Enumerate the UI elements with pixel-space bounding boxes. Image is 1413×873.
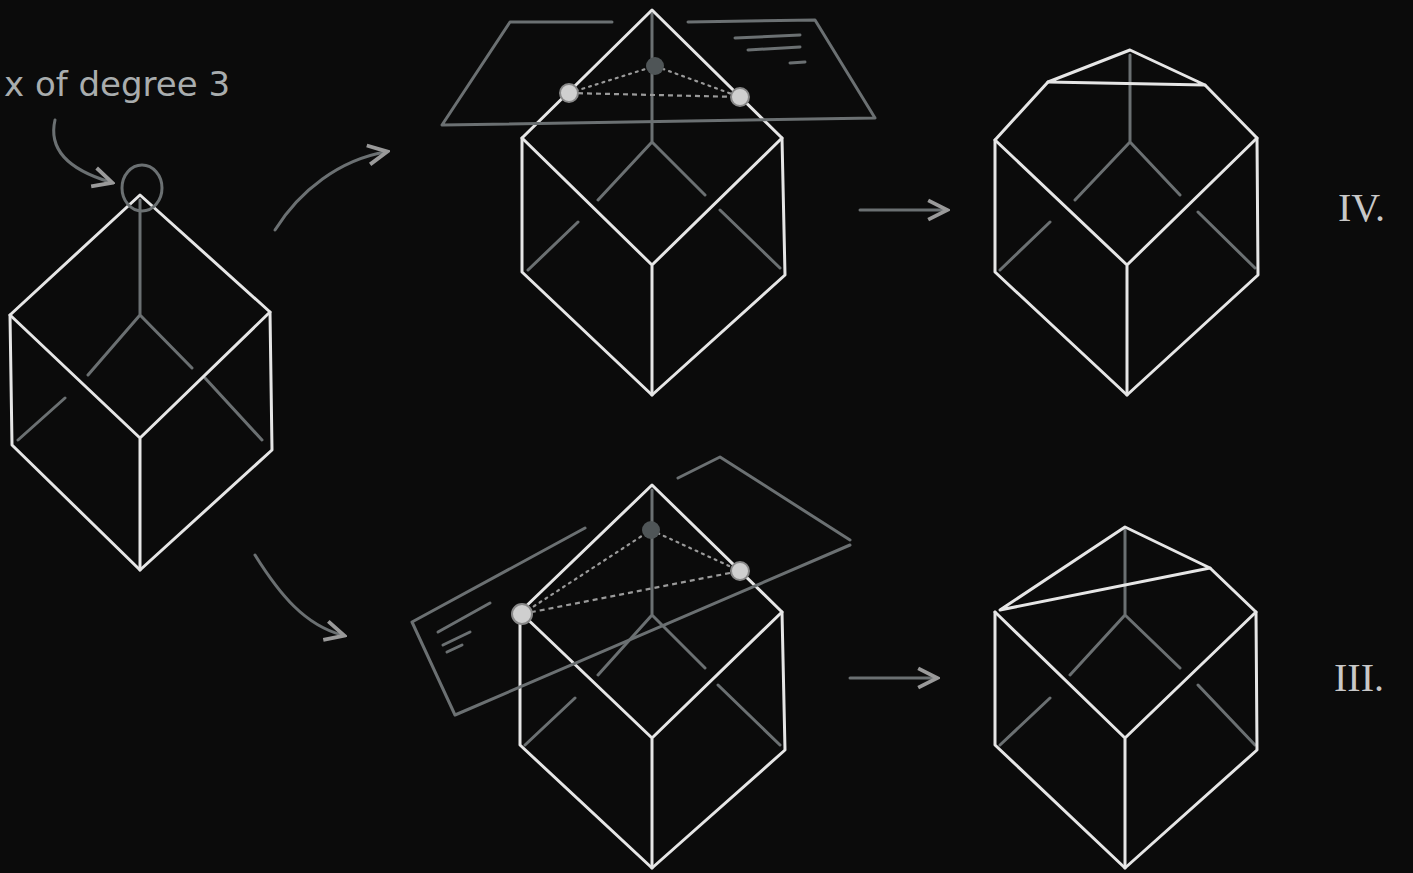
cube-with-plane-top: [442, 10, 875, 395]
cube-with-plane-bottom: [412, 457, 850, 868]
vertex-note: x of degree 3: [4, 66, 230, 103]
case-number: IV.: [1338, 186, 1385, 230]
vertex-circle: [122, 165, 162, 211]
flow-arrows: [255, 152, 945, 678]
truncated-cube-iv: [995, 50, 1258, 395]
cube-original: [10, 120, 272, 570]
truncated-cube-iii: [995, 527, 1257, 868]
case-number: III.: [1334, 656, 1384, 700]
callout-arrow: [54, 120, 110, 182]
